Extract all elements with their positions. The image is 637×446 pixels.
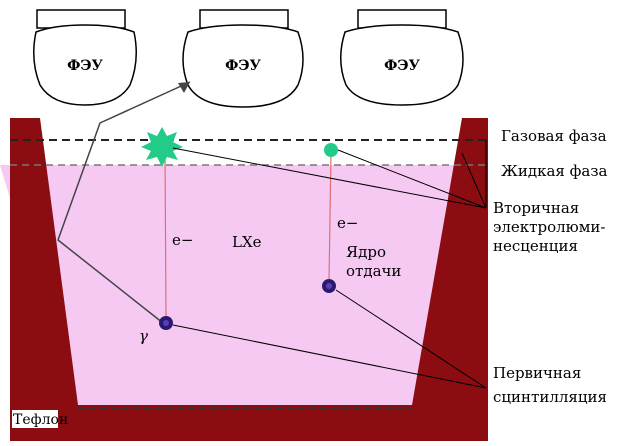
gamma-label: γ [139,327,148,345]
gas-region [40,120,460,165]
s2-flash-small [324,143,338,157]
recoil-label-line2: отдачи [346,262,401,280]
leader-s1-a [172,324,487,389]
teflon-left-wall [10,118,78,405]
teflon-label-box [12,410,58,428]
pmt-3: ФЭУ [340,9,464,106]
s1-point-recoil [322,279,336,293]
pmt-label: ФЭУ [384,58,420,74]
pmt-2: ФЭУ [182,9,304,108]
leader-s1-b [335,289,487,389]
teflon-bottom [10,405,488,441]
primary-label-line1: Первичная [493,364,581,382]
gas-region-left [40,120,72,165]
pmt-label: ФЭУ [225,58,261,74]
drift-line-left [164,147,167,321]
gamma-track [57,81,191,324]
drift-line-right [328,149,332,284]
leader-s2-c [461,152,487,209]
electron-label-right: e− [337,214,358,232]
liquid-phase-label: Жидкая фаза [501,162,608,180]
gamma-arrowhead [178,82,190,93]
teflon-label: Тефлон [13,412,68,428]
pmt-1: ФЭУ [33,9,137,106]
secondary-label-line1: Вторичная [493,199,579,217]
pmt-label: ФЭУ [67,58,103,74]
leader-s2-b [337,149,487,209]
s2-flash-large [141,127,183,167]
secondary-label-line2: электролюми- [493,218,605,236]
lxe-label: LXe [232,233,262,251]
recoil-label-line1: Ядро [346,243,386,261]
teflon-right-wall [412,118,488,405]
liquid-xenon-volume [0,165,488,405]
secondary-label-line3: несценция [493,237,578,255]
leader-s2-a [172,147,487,209]
primary-label-line2: сцинтилляция [493,388,607,406]
gas-phase-label: Газовая фаза [501,127,607,145]
s1-point-gamma [159,316,173,330]
electron-label-left: e− [172,231,193,249]
